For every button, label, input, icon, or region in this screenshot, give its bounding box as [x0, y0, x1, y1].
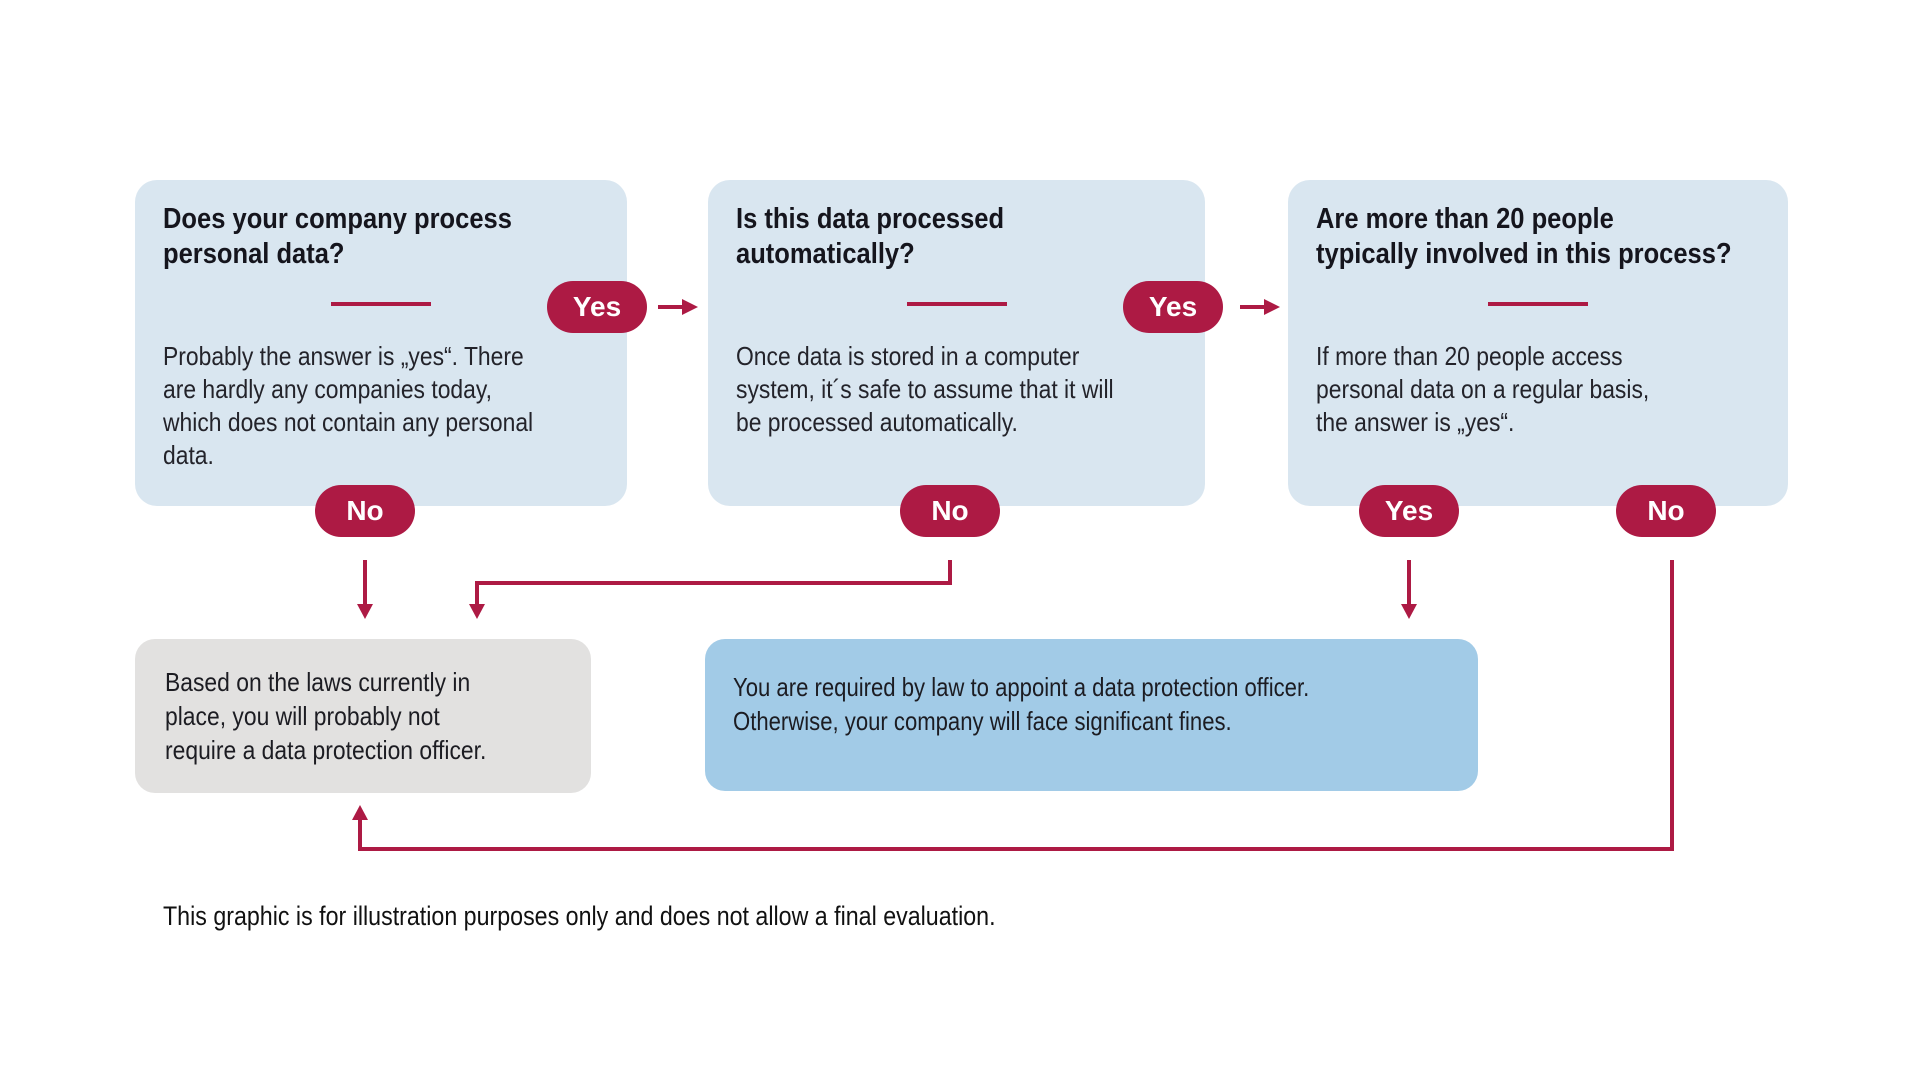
- footer-disclaimer: This graphic is for illustration purpose…: [163, 901, 996, 931]
- q2-yes-arrow-right: [1240, 299, 1280, 315]
- outcome-text: Based on the laws currently in place, yo…: [165, 667, 487, 765]
- q3-no-pill[interactable]: No: [1616, 485, 1716, 537]
- outcome-box-officer-required: You are required by law to appoint a dat…: [705, 639, 1478, 791]
- question-body: Probably the answer is „yes“. There are …: [163, 341, 534, 470]
- question-title: Are more than 20 people typically involv…: [1316, 203, 1732, 270]
- q1-yes-arrow-right: [658, 299, 698, 315]
- question-box-more-than-20-people: Are more than 20 people typically involv…: [1288, 180, 1788, 506]
- outcome-box-no-officer-needed: Based on the laws currently in place, yo…: [135, 639, 591, 793]
- divider-line: [906, 302, 1007, 306]
- q1-no-pill[interactable]: No: [315, 485, 415, 537]
- q2-yes-pill[interactable]: Yes: [1123, 281, 1223, 333]
- q2-no-pill[interactable]: No: [900, 485, 1000, 537]
- q1-yes-pill[interactable]: Yes: [547, 281, 647, 333]
- outcome-text: You are required by law to appoint a dat…: [733, 672, 1310, 736]
- question-box-company-process: Does your company process personal data?…: [135, 180, 627, 506]
- divider-line: [1488, 302, 1588, 306]
- question-box-processed-automatically: Is this data processed automatically? On…: [708, 180, 1205, 506]
- q3-yes-pill[interactable]: Yes: [1359, 485, 1459, 537]
- question-title: Does your company process personal data?: [163, 203, 512, 270]
- q2-no-connector-down-left: [469, 560, 952, 619]
- question-title: Is this data processed automatically?: [736, 203, 1005, 270]
- question-body: Once data is stored in a computer system…: [736, 341, 1114, 437]
- q3-yes-arrow-down: [1401, 560, 1417, 619]
- question-body: If more than 20 people access personal d…: [1316, 341, 1650, 437]
- q1-no-arrow-down: [357, 560, 373, 619]
- divider-line: [331, 302, 431, 306]
